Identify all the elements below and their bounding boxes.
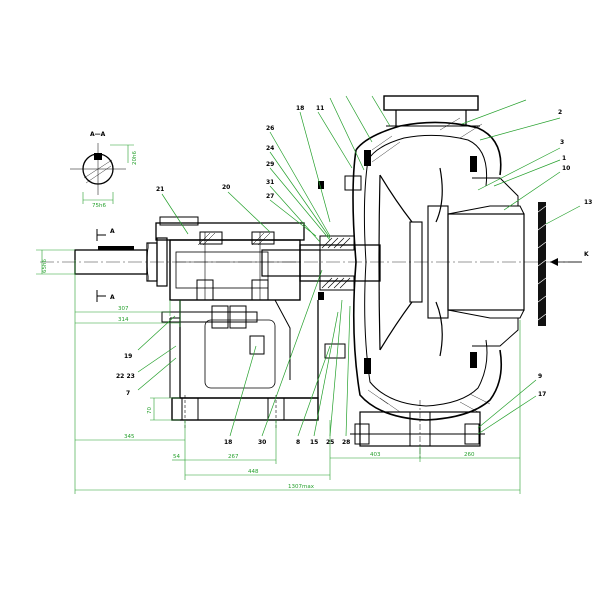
dim-1307: 1307max: [288, 484, 315, 490]
part-label-22-23: 22 23: [116, 373, 135, 380]
part-label-28: 28: [342, 439, 350, 446]
part-label-13: 13: [584, 199, 592, 206]
dim-70: 70: [147, 407, 153, 414]
part-label-30: 30: [258, 439, 266, 446]
section-a-a-detail: A—A 75h6 20h6: [70, 131, 138, 209]
part-label-20: 20: [222, 184, 230, 191]
dim-260: 260: [464, 452, 475, 458]
arrow-label-k: K: [584, 251, 589, 258]
shaft-label-top: A: [110, 228, 115, 235]
part-label-27: 27: [266, 193, 274, 200]
part-label-17: 17: [538, 391, 546, 398]
bearing-frame: [155, 216, 321, 428]
dim-307: 307: [118, 306, 129, 312]
part-number-labels: 18 11 2 3 1 10 13 26 24 29 31 27 21 20 1…: [116, 105, 592, 446]
seal-assembly: [299, 175, 485, 445]
dim-403: 403: [370, 452, 381, 458]
dim-345: 345: [124, 434, 135, 440]
leader-lines: [137, 95, 581, 437]
part-label-7: 7: [126, 390, 130, 397]
part-label-9: 9: [538, 373, 542, 380]
dim-448: 448: [248, 469, 259, 475]
part-label-21: 21: [156, 186, 164, 193]
part-label-18: 18: [296, 105, 304, 112]
shaft-diameter-dim: 65h6: [42, 259, 48, 273]
part-label-24: 24: [266, 145, 274, 152]
shaft-label-bottom: A: [110, 294, 115, 301]
part-label-11: 11: [316, 105, 324, 112]
section-dim-horizontal: 75h6: [92, 203, 106, 209]
dimension-labels: 307 314 345 54 267 448 403 260 70 1307ma…: [118, 306, 475, 490]
dim-314: 314: [118, 317, 129, 323]
part-label-10: 10: [562, 165, 570, 172]
section-title: A—A: [90, 131, 106, 138]
part-label-3: 3: [560, 139, 564, 146]
dim-54: 54: [173, 454, 180, 460]
dimension-lines: [74, 260, 521, 494]
dim-267: 267: [228, 454, 239, 460]
part-label-2: 2: [558, 109, 562, 116]
part-label-19: 19: [124, 353, 132, 360]
section-dim-vertical: 20h6: [132, 151, 138, 165]
part-label-18-lower: 18: [224, 439, 232, 446]
part-label-29: 29: [266, 161, 274, 168]
pump-casing: K: [352, 95, 589, 460]
part-label-1: 1: [562, 155, 566, 162]
part-label-15: 15: [310, 439, 318, 446]
part-label-26: 26: [266, 125, 274, 132]
part-label-31: 31: [266, 179, 274, 186]
shaft-assembly: A A 65h6: [36, 228, 585, 302]
part-label-8: 8: [296, 439, 300, 446]
